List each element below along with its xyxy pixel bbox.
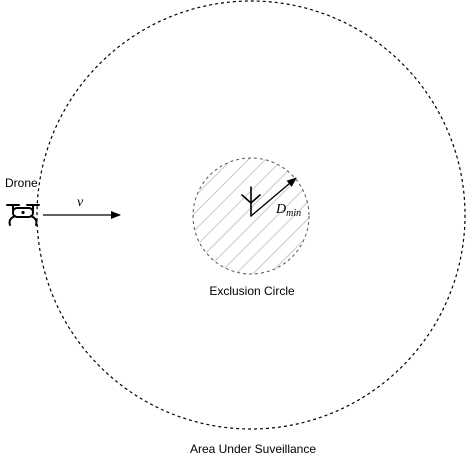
drone-icon — [6, 204, 40, 226]
surveillance-area-circle — [36, 0, 466, 430]
velocity-label: v — [77, 195, 84, 210]
antenna-icon — [241, 186, 261, 217]
area-label: Area Under Suveillance — [190, 442, 316, 456]
dmin-arrow — [250, 177, 297, 217]
exclusion-circle-label: Exclusion Circle — [209, 284, 295, 298]
drone-label: Drone — [5, 176, 38, 190]
dmin-label: Dmin — [275, 202, 301, 219]
